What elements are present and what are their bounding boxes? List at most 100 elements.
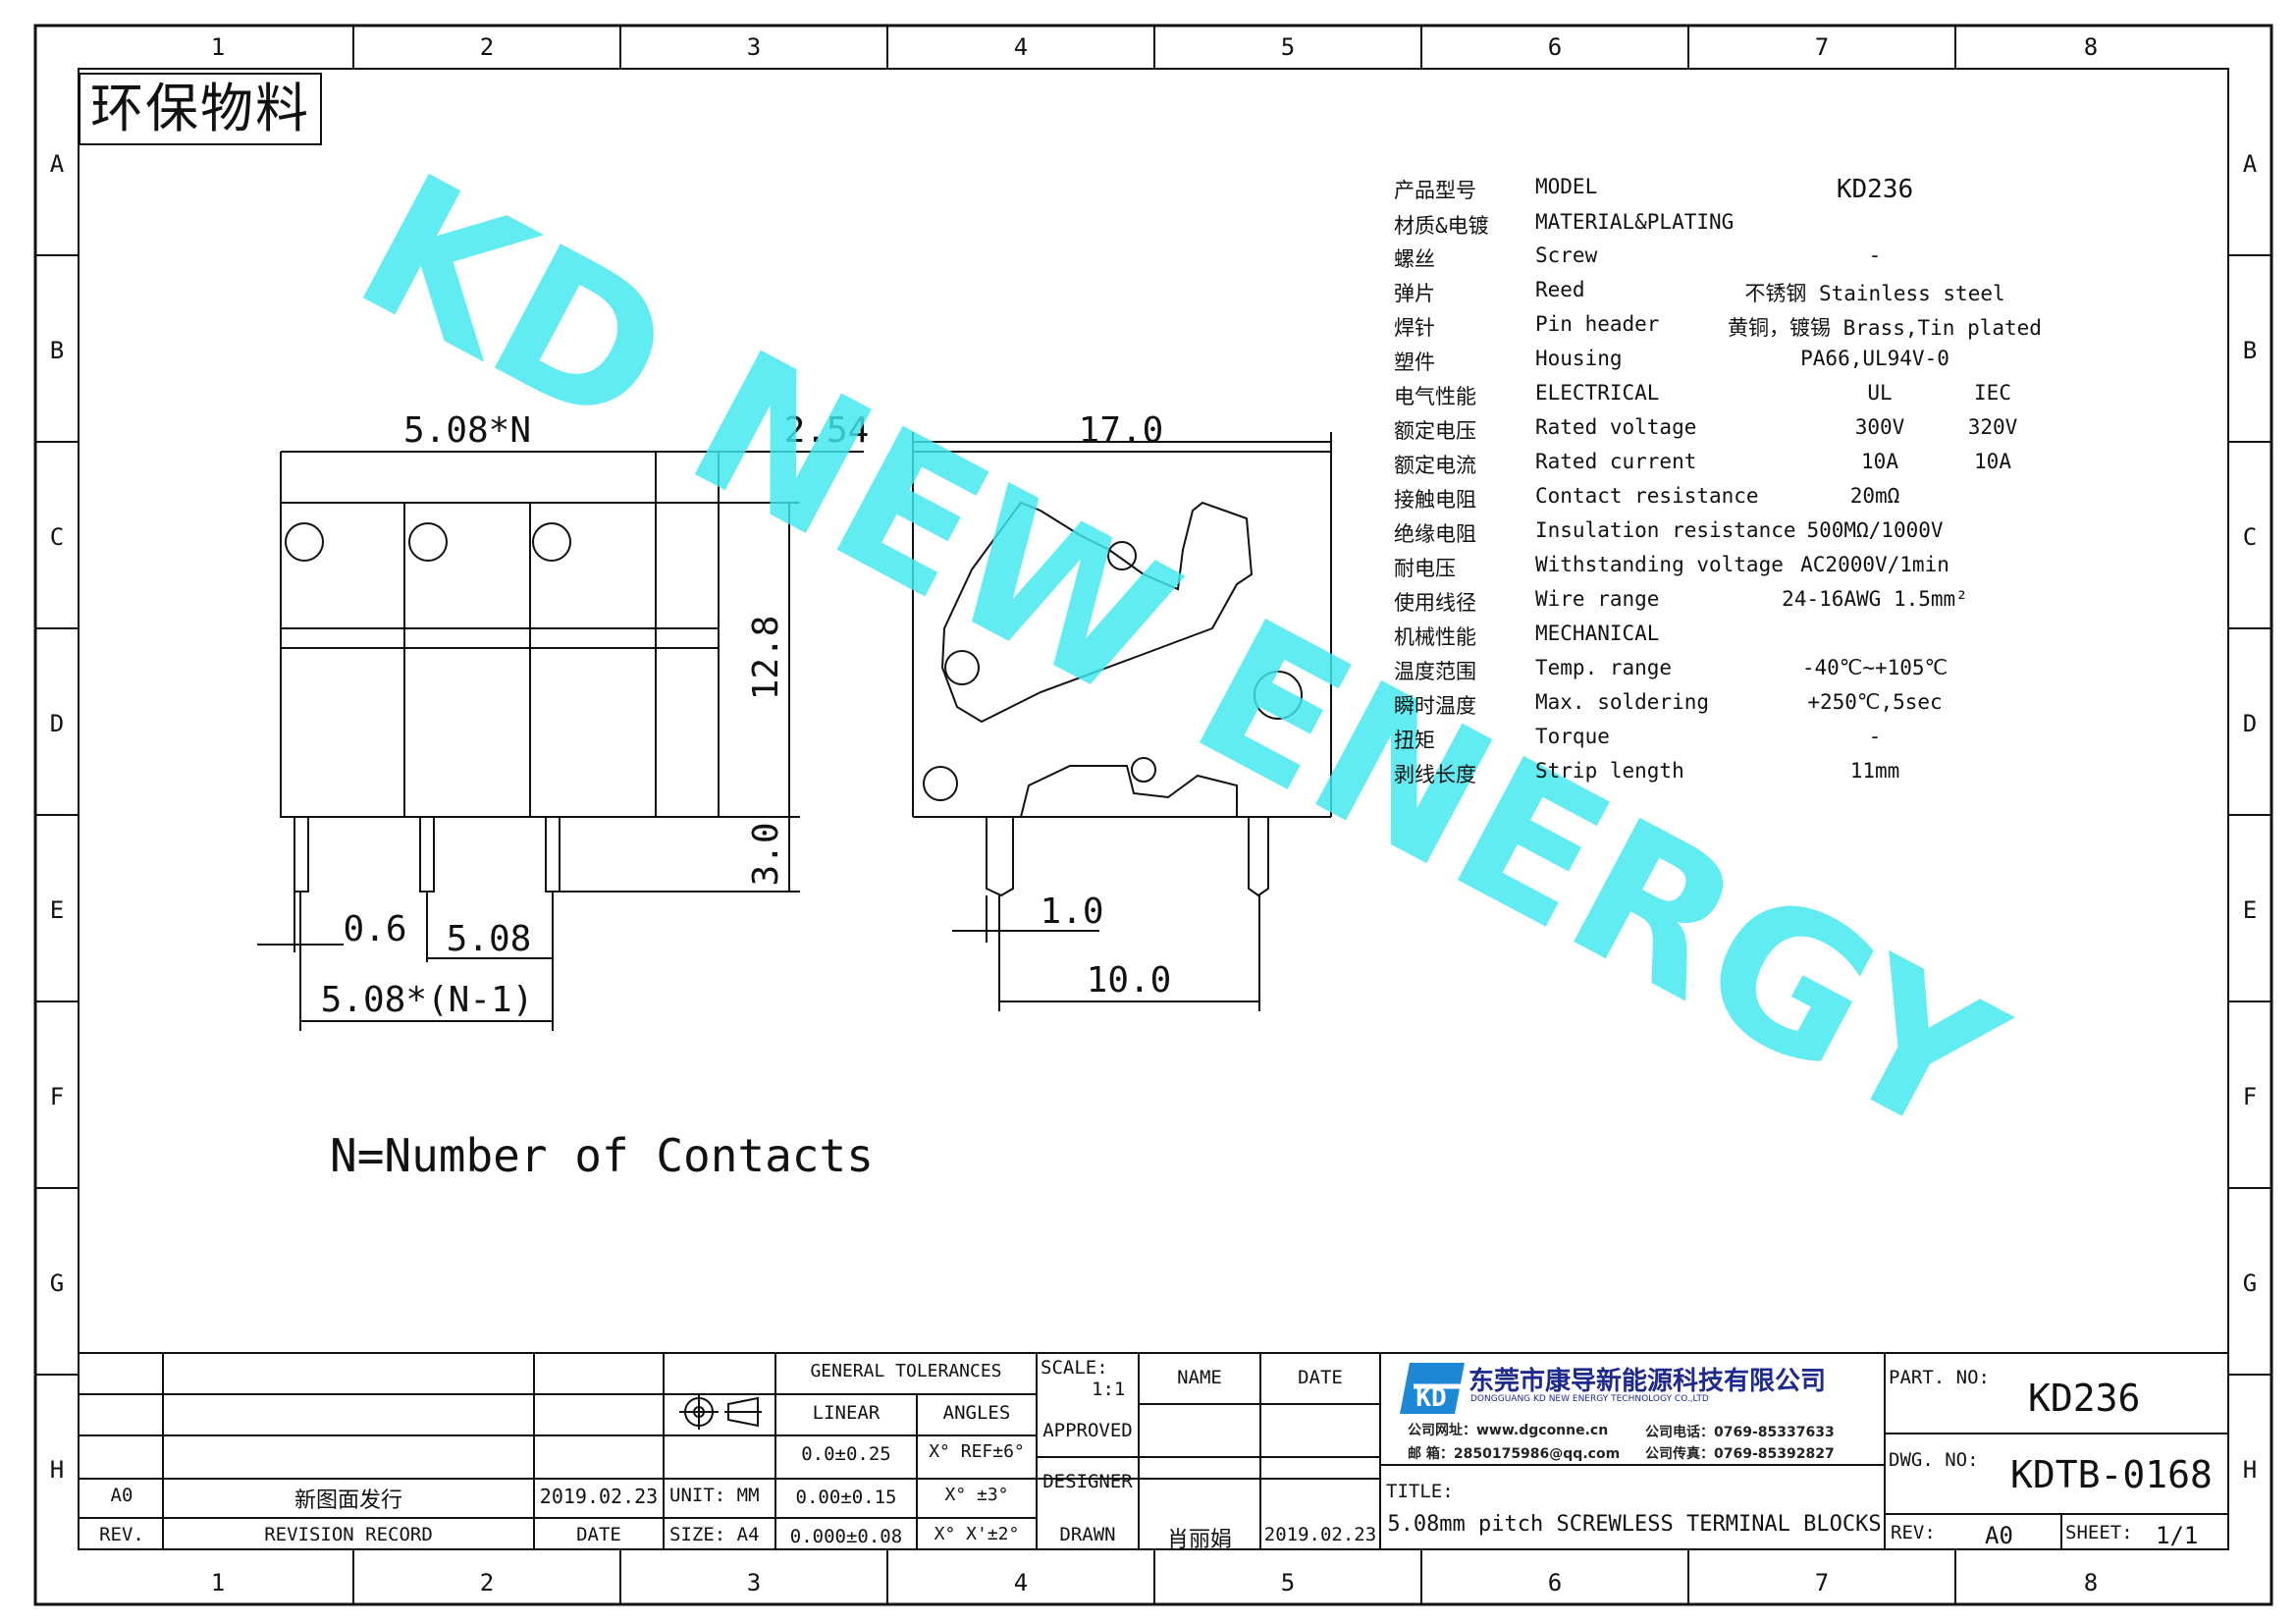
col-label: 6 [1548,33,1562,61]
eco-material-stamp: 环保物料 [79,73,322,145]
contacts-note: N=Number of Contacts [330,1129,874,1182]
spec-zh: 螺丝 [1394,247,1435,271]
row-label: A [50,150,65,178]
part-no: KD236 [2028,1377,2141,1420]
col-label: 8 [2084,1569,2098,1596]
sheet-label: SHEET: [2065,1522,2133,1543]
wire-hole [532,522,571,562]
logo-letters: KD [1415,1383,1446,1413]
rev-label: REV. [99,1524,144,1545]
spec-row: 接触电阻 Contact resistance 20mΩ [1394,484,2101,514]
dim-pin-span: 10.0 [1087,960,1172,1001]
col-label: 8 [2084,33,2098,61]
spec-row: 瞬时温度 Max. soldering +250℃,5sec [1394,690,2101,720]
wire-hole [285,522,324,562]
dim-pin-side: 1.0 [1040,892,1103,932]
spec-row: 材质&电镀 MATERIAL&PLATING [1394,210,2101,240]
spec-row: 塑件 Housing PA66,UL94V-0 [1394,347,2101,376]
release-hole [1131,757,1156,783]
spec-row: 螺丝 Screw - [1394,243,2101,273]
zone-ticks [35,26,2271,1604]
row-label: F [50,1083,64,1110]
wire-hole [944,650,980,685]
spec-en: ELECTRICAL [1535,381,1660,405]
company-fax: 公司传真：0769-85392827 [1645,1446,1835,1462]
spec-value-ul: 300V [1854,415,1905,439]
spec-zh: 电气性能 [1394,385,1476,408]
dim-height: 12.8 [746,616,786,701]
col-label: 1 [211,33,225,61]
drawn-date: 2019.02.23 [1263,1524,1377,1545]
row-label: G [50,1270,64,1297]
spec-row: 额定电流 Rated current 10A 10A [1394,450,2101,479]
wire-hole [1254,671,1303,720]
contact-spring [1020,765,1238,818]
spec-row: 温度范围 Temp. range -40℃~+105℃ [1394,656,2101,685]
dwg-no-label: DWG. NO: [1889,1449,1979,1471]
spec-value: 不锈钢 Stainless steel [1744,282,2005,305]
col-label: 3 [747,1569,761,1596]
row-label: D [2243,710,2257,737]
spec-en: Contact resistance [1535,484,1759,508]
angle-tol-3: X° X'±2° [934,1524,1020,1544]
spec-zh: 额定电流 [1394,454,1476,477]
row-label: E [2243,896,2257,924]
linear-tol-3: 0.000±0.08 [789,1526,903,1547]
projection-symbol [679,1394,762,1430]
row-label: H [50,1456,64,1484]
spec-zh: 塑件 [1394,351,1435,374]
col-label: 4 [1014,1569,1028,1596]
pin [419,816,435,893]
company-name-en: DONGGUANG KD NEW ENERGY TECHNOLOGY CO.,L… [1470,1394,1709,1404]
spec-row: 使用线径 Wire range 24-16AWG 1.5mm² [1394,587,2101,617]
title-block-grid [79,1352,2228,1549]
spec-en: Wire range [1535,587,1660,611]
angle-tol-2: X° ±3° [944,1485,1009,1505]
general-tolerances: GENERAL TOLERANCES [810,1361,1002,1381]
spec-value: 黄铜，镀锡 Brass,Tin plated [1728,316,2042,340]
col-label: 2 [480,1569,494,1596]
revision-record-label: REVISION RECORD [264,1524,433,1545]
spec-zh: 耐电压 [1394,557,1456,580]
spec-zh: 弹片 [1394,282,1435,305]
angles-label: ANGLES [942,1402,1011,1424]
wire-hole [408,522,448,562]
spec-value: - [1868,243,1882,267]
angle-tol-1: X° REF±6° [929,1441,1025,1462]
linear-label: LINEAR [812,1402,881,1424]
spec-zh: 扭矩 [1394,729,1435,752]
rev-field-value: A0 [1985,1522,2013,1549]
spec-en: Temp. range [1535,656,1673,679]
approved-label: APPROVED [1042,1420,1133,1441]
name-column-label: NAME [1177,1367,1222,1388]
rev-date: 2019.02.23 [539,1485,659,1508]
drawn-label: DRAWN [1059,1524,1116,1545]
spec-en: Rated voltage [1535,415,1697,439]
spec-zh: 额定电压 [1394,419,1476,443]
spec-value-iec: IEC [1974,381,2011,405]
col-label: 4 [1014,33,1028,61]
spec-zh: 产品型号 [1394,179,1476,202]
designer-label: DESIGNER [1042,1471,1133,1492]
dwg-no: KDTB-0168 [2010,1453,2213,1496]
spec-value: PA66,UL94V-0 [1800,347,1949,370]
linear-tol-1: 0.0±0.25 [801,1443,891,1465]
pin [545,816,561,893]
spec-row: 额定电压 Rated voltage 300V 320V [1394,415,2101,445]
spec-en: Screw [1535,243,1598,267]
spec-row: 电气性能 ELECTRICAL UL IEC [1394,381,2101,410]
row-label: B [2243,337,2257,364]
spec-en: Max. soldering [1535,690,1710,714]
sheet-value: 1/1 [2156,1522,2199,1549]
col-label: 6 [1548,1569,1562,1596]
spec-en: Withstanding voltage [1535,553,1784,576]
row-label: C [2243,523,2257,551]
housing-outline [280,502,720,818]
spec-zh: 绝缘电阻 [1394,522,1476,546]
spec-en: Strip length [1535,759,1684,783]
dim-pitch-total: 5.08*(N-1) [321,980,534,1020]
col-label: 5 [1281,33,1295,61]
spec-value: KD236 [1836,175,1914,204]
spec-en: Rated current [1535,450,1697,473]
